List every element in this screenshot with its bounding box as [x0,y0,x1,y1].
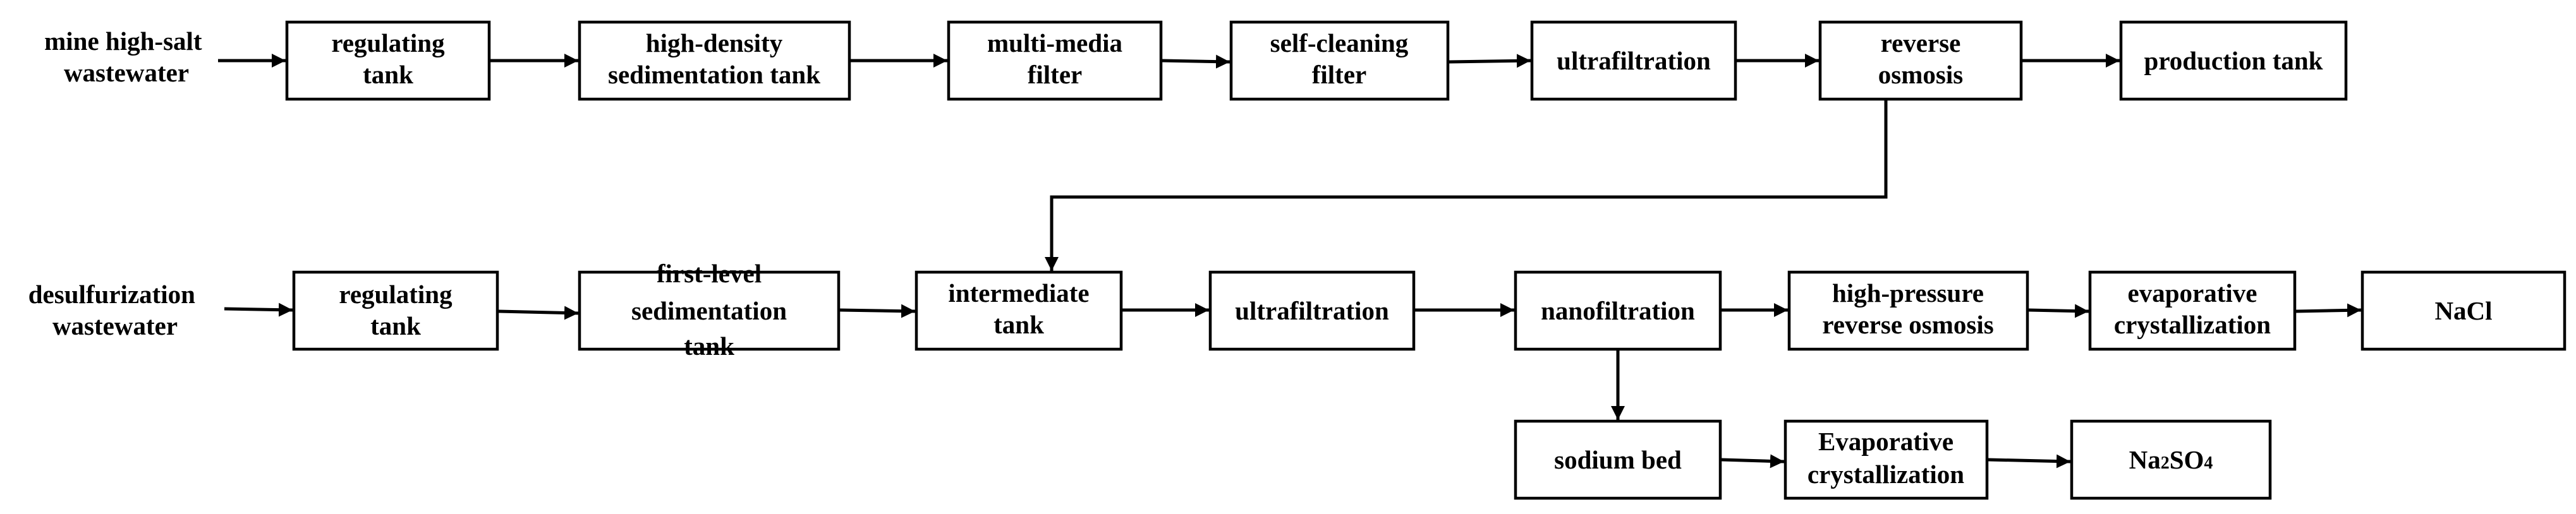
arrow-evaporative-to-na2so4 [1988,454,2071,469]
mine-wastewater-label: mine high-salt wastewater [44,27,209,87]
desulfurization-wastewater-label: desulfurization wastewater [28,280,202,340]
arrow-sodium-bed-to-evaporative [1721,454,1785,469]
svg-text:Na2SO4: Na2SO4 [2129,445,2213,474]
arrow-reverse-osmosis-to-intermediate-tank [1044,99,1888,271]
svg-text:ultrafiltration: ultrafiltration [1235,296,1389,325]
nanofiltration-node: nanofiltration [1514,270,1722,351]
nacl-node: NaCl [2360,270,2567,351]
sodium-bed-node: sodium bed [1514,419,1722,500]
ultrafiltration-node-1: ultrafiltration [1530,20,1737,101]
na2so4-node: Na2SO4 [2070,419,2272,500]
arrow-desulfurization-to-regulating [224,302,293,317]
svg-text:NaCl: NaCl [2434,296,2492,325]
svg-text:nanofiltration: nanofiltration [1541,296,1695,325]
arrow-evaporative-to-nacl [2295,303,2362,318]
production-tank-node: production tank [2119,20,2348,101]
svg-text:ultrafiltration: ultrafiltration [1557,46,1711,75]
arrow-high-pressure-to-evaporative [2028,304,2089,318]
arrow-regulating-to-first-level [498,306,579,320]
svg-text:production tank: production tank [2144,46,2323,75]
arrow-multi-media-to-self-cleaning [1162,54,1230,69]
ultrafiltration-node-2: ultrafiltration [1208,270,1416,351]
svg-text:sodium bed: sodium bed [1554,445,1682,474]
arrow-first-level-to-intermediate [839,304,916,318]
arrow-self-cleaning-to-ultrafiltration [1449,54,1531,68]
